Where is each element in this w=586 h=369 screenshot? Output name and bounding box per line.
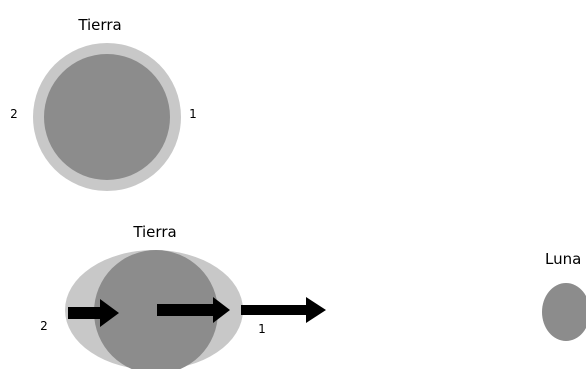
top-earth-point-1-label: 1: [189, 107, 197, 121]
bottom-earth-title: Tierra: [132, 223, 176, 241]
bottom-earth-group: Tierra 2 1: [40, 223, 326, 369]
top-earth-title: Tierra: [77, 16, 121, 34]
bottom-earth-point-1-label: 1: [258, 322, 266, 336]
top-earth-group: Tierra 2 1: [10, 16, 197, 191]
bottom-earth-point-2-label: 2: [40, 319, 48, 333]
moon-group: Luna: [542, 250, 586, 341]
moon-body: [542, 283, 586, 341]
top-earth-point-2-label: 2: [10, 107, 18, 121]
left-force-arrow: [68, 299, 119, 327]
center-force-arrow: [157, 297, 230, 323]
top-earth-body: [44, 54, 170, 180]
right-force-arrow: [241, 297, 326, 323]
moon-title: Luna: [545, 250, 581, 268]
bottom-earth-body: [94, 250, 218, 369]
